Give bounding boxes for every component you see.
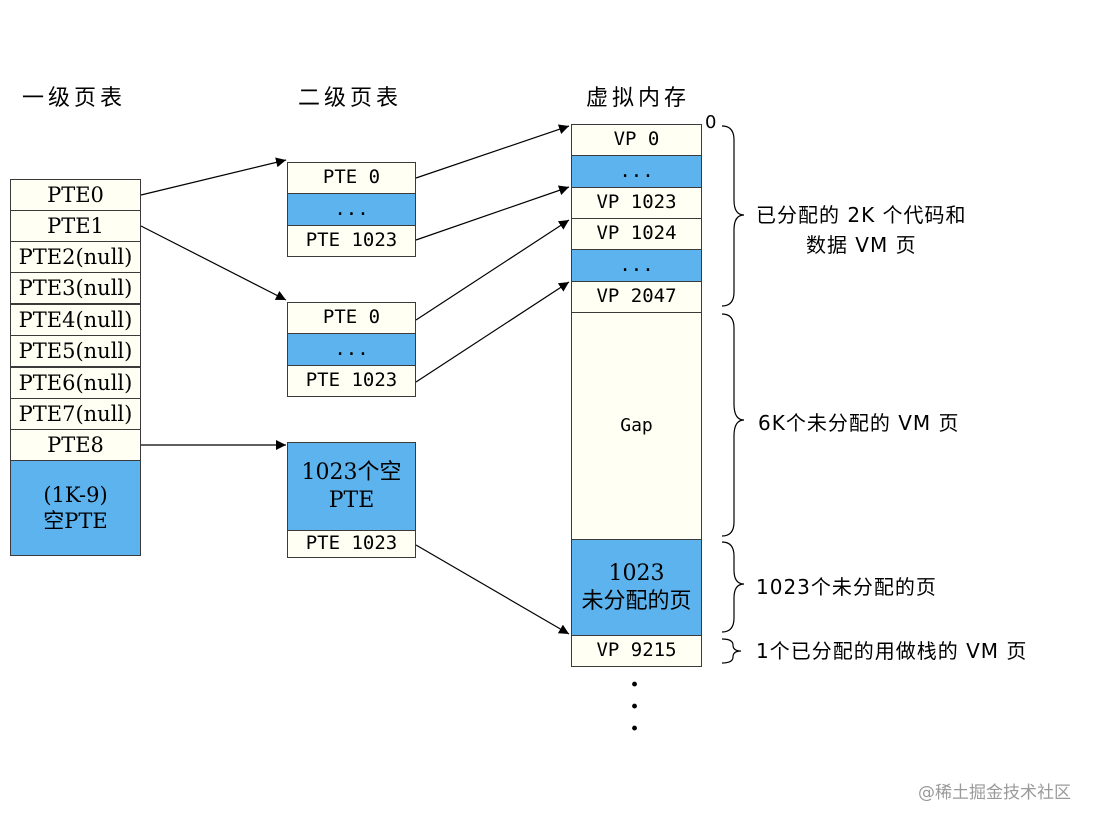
stack-brace xyxy=(721,638,742,664)
l2b-pte1023-to-vp2047-arrow xyxy=(415,281,570,383)
pte3-cell: PTE3(null) xyxy=(10,272,141,304)
l2b-pte0-to-vp1024-arrow xyxy=(415,219,570,321)
l2b-pte1023-cell: PTE 1023 xyxy=(287,365,416,397)
l2a-pte1023-cell: PTE 1023 xyxy=(287,225,416,257)
level1-table-title: 一级页表 xyxy=(22,86,127,111)
vp2047-cell: VP 2047 xyxy=(571,281,702,313)
pte5-cell: PTE5(null) xyxy=(10,335,141,367)
unallocated-annotation: 1023个未分配的页 xyxy=(756,575,937,599)
pte1-to-l2b-arrow xyxy=(140,225,287,301)
gap-annotation: 6K个未分配的 VM 页 xyxy=(758,411,960,435)
allocated-pages-annotation: 已分配的 2K 个代码和 数据 VM 页 xyxy=(756,203,967,257)
vm-zero-label: 0 xyxy=(705,112,717,133)
l2c-empty-pte-block: 1023个空 PTE xyxy=(287,442,416,531)
unallocated-pages-block: 1023 未分配的页 xyxy=(571,539,702,636)
l2b-ellipsis-cell: ... xyxy=(287,333,416,366)
l2a-pte1023-to-vp1023-arrow xyxy=(415,185,570,241)
pte2-cell: PTE2(null) xyxy=(10,241,141,273)
pte0-to-l2a-arrow xyxy=(140,157,287,196)
l2c-pte1023-cell: PTE 1023 xyxy=(287,530,416,558)
gap-brace xyxy=(721,313,745,537)
allocated-brace xyxy=(721,125,745,307)
l2a-pte0-to-vp0-arrow xyxy=(415,124,570,179)
l2b-pte0-cell: PTE 0 xyxy=(287,302,416,334)
vp1023-cell: VP 1023 xyxy=(571,187,702,219)
vp9215-cell: VP 9215 xyxy=(571,635,702,667)
virtual-memory-title: 虚拟内存 xyxy=(586,86,691,111)
l2a-ellipsis-cell: ... xyxy=(287,193,416,226)
l2c-pte1023-to-vp9215-arrow xyxy=(415,544,570,635)
unallocated-brace xyxy=(721,541,745,633)
l2a-pte0-cell: PTE 0 xyxy=(287,162,416,194)
level2-table-title: 二级页表 xyxy=(298,86,403,111)
empty-pte-block: (1K-9) 空PTE xyxy=(10,460,141,556)
pte6-cell: PTE6(null) xyxy=(10,367,141,399)
stack-page-annotation: 1个已分配的用做栈的 VM 页 xyxy=(756,639,1028,663)
watermark: @稀土掘金技术社区 xyxy=(918,783,1071,803)
vm-continuation-dots: · · · xyxy=(630,670,640,744)
pte8-cell: PTE8 xyxy=(10,429,141,461)
pte4-cell: PTE4(null) xyxy=(10,304,141,336)
